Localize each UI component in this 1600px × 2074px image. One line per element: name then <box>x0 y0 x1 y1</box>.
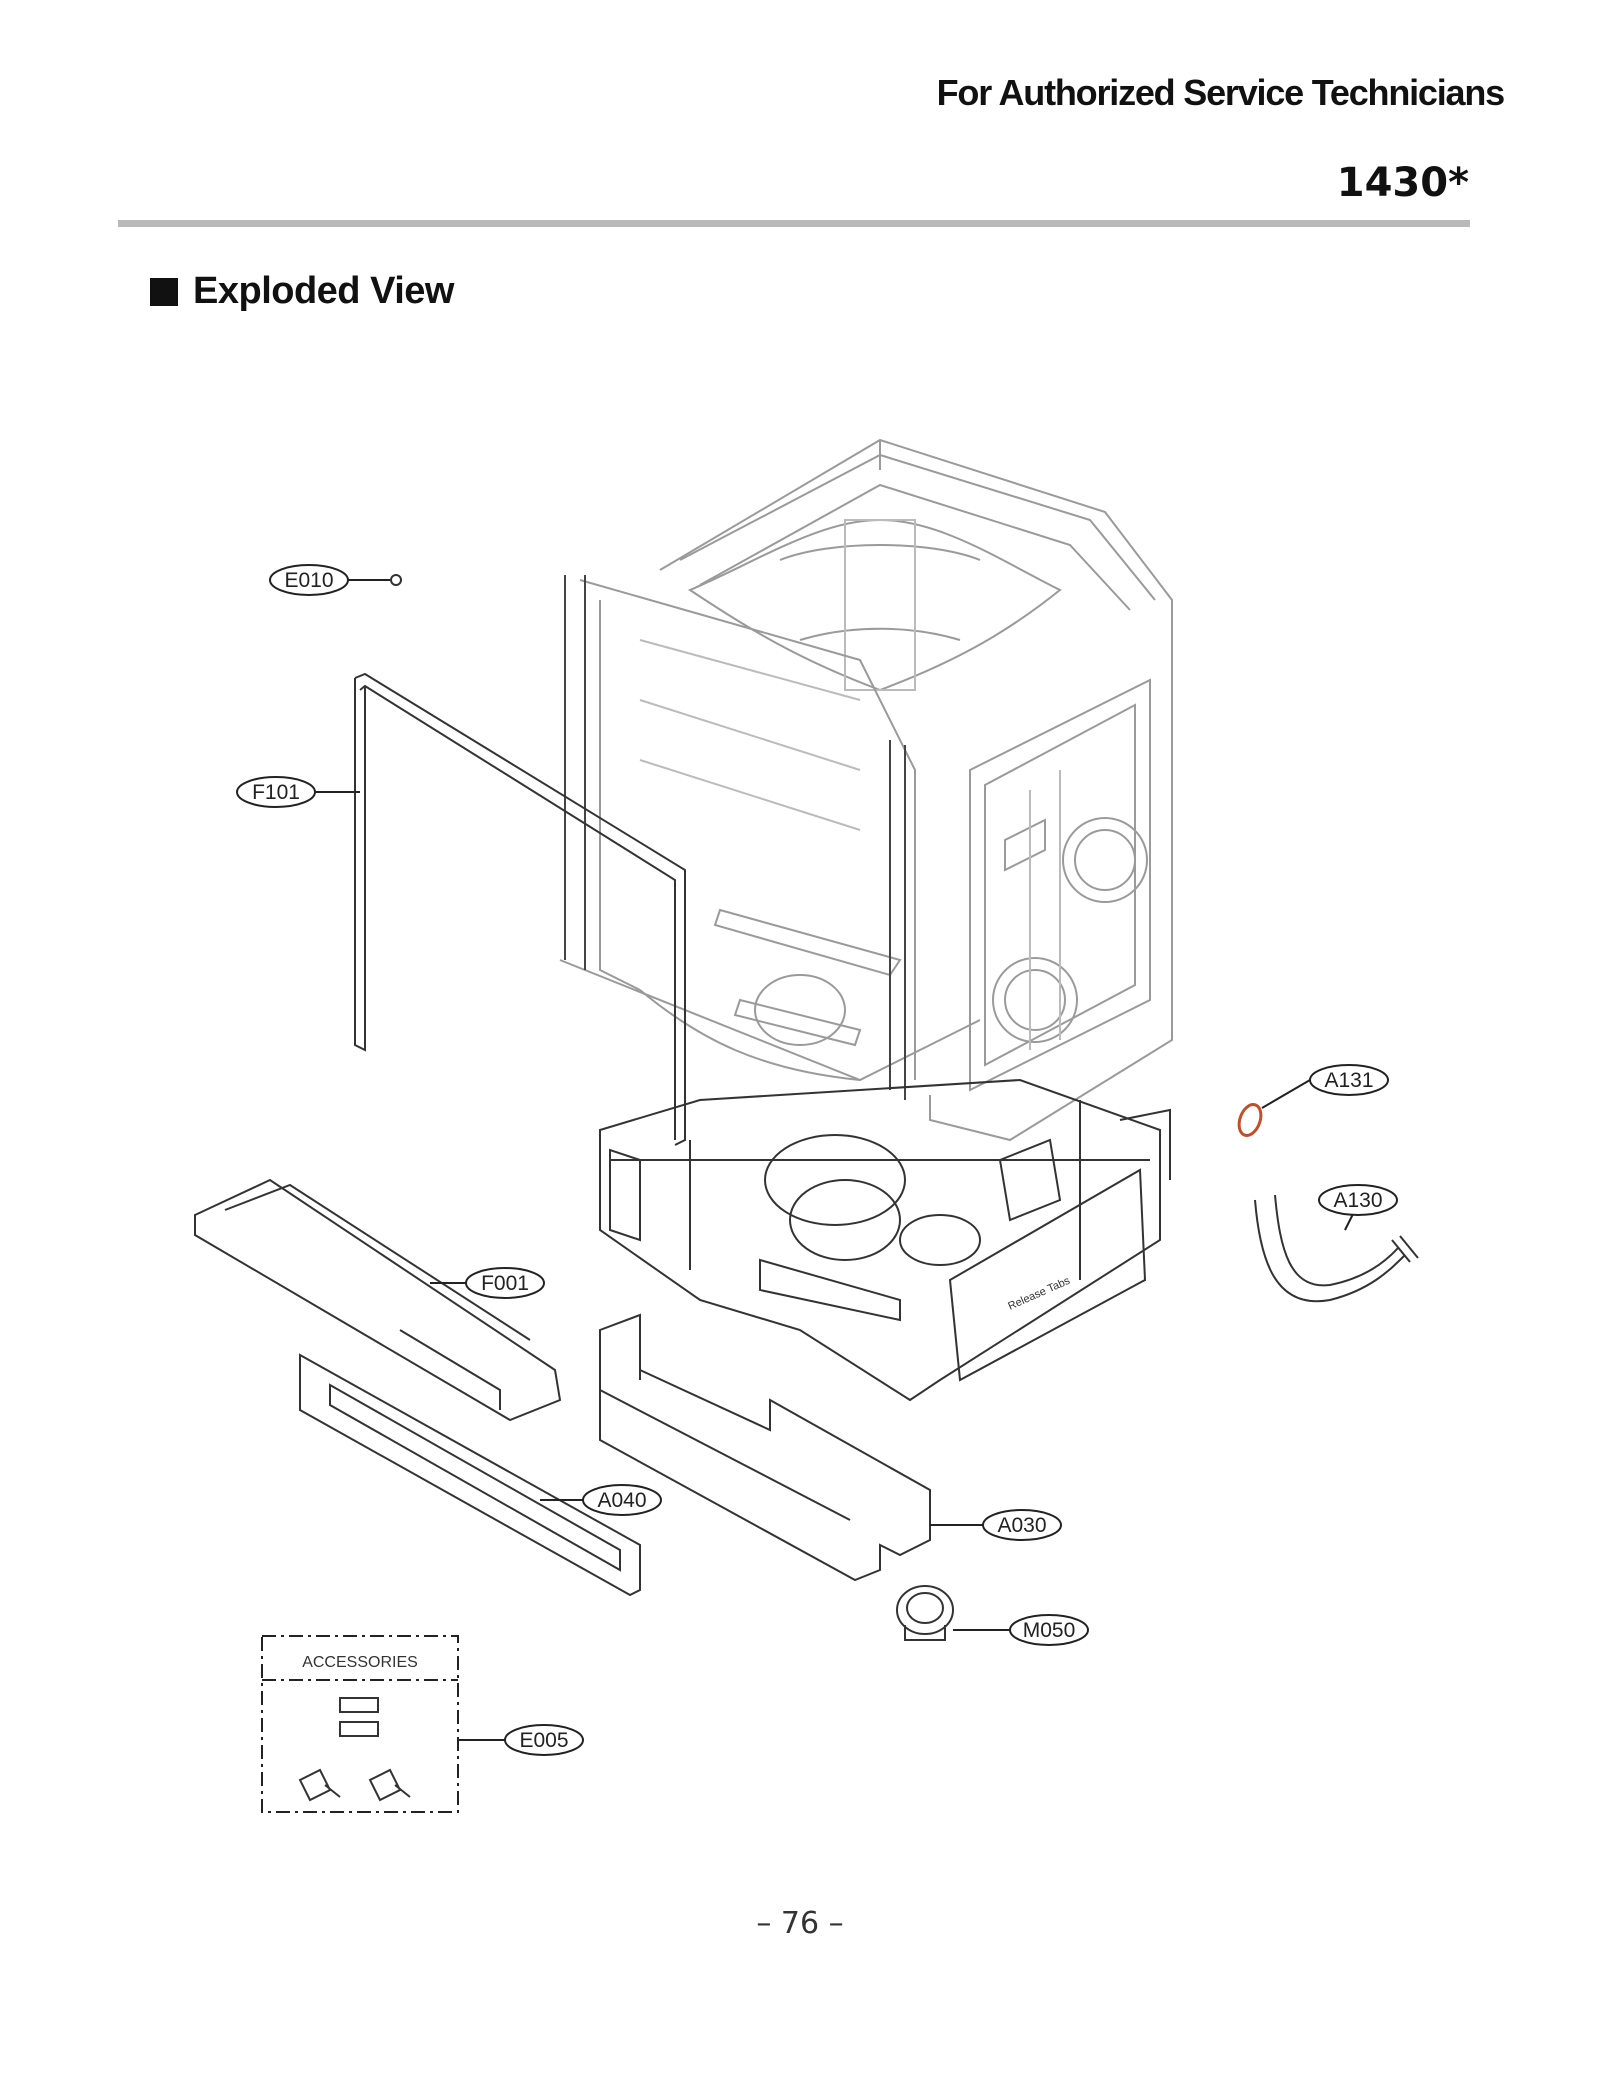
tub-assembly <box>559 438 1173 1142</box>
callout-a030: A030 <box>930 1509 1062 1541</box>
lower-panel-part <box>194 1178 562 1422</box>
svg-text:M050: M050 <box>1023 1619 1076 1642</box>
svg-text:A030: A030 <box>997 1514 1046 1537</box>
callout-a040: A040 <box>540 1484 662 1516</box>
accessories-box: ACCESSORIES <box>261 1635 459 1813</box>
svg-text:A040: A040 <box>597 1489 646 1512</box>
screw-part <box>390 574 402 586</box>
svg-text:F001: F001 <box>481 1272 529 1295</box>
sensor-part <box>896 1585 954 1641</box>
insulation-part <box>599 1313 931 1582</box>
accessories-label: ACCESSORIES <box>302 1654 418 1671</box>
svg-text:F101: F101 <box>252 781 300 804</box>
callout-a130: A130 <box>1318 1184 1398 1231</box>
section-heading: Exploded View <box>150 270 454 313</box>
callout-f001: F001 <box>430 1267 545 1299</box>
svg-text:A130: A130 <box>1333 1189 1382 1212</box>
svg-text:Release Tabs: Release Tabs <box>1006 1275 1072 1313</box>
callout-e010: E010 <box>269 564 390 596</box>
section-title: Exploded View <box>193 270 454 312</box>
svg-text:E010: E010 <box>284 569 333 592</box>
model-code: 1430* <box>1336 160 1469 206</box>
callout-m050: M050 <box>953 1614 1089 1646</box>
header-divider <box>118 220 1470 227</box>
door-gasket-part <box>354 672 686 1146</box>
callout-a131: A131 <box>1261 1064 1389 1109</box>
o-ring-part <box>1237 1103 1263 1137</box>
page-number: – 76 – <box>756 1906 844 1941</box>
drain-hose-part <box>1254 1194 1419 1303</box>
section-bullet-square <box>150 277 178 306</box>
page-header-title: For Authorized Service Technicians <box>936 72 1506 113</box>
callout-f101: F101 <box>236 776 360 808</box>
callout-e005: E005 <box>458 1724 584 1756</box>
toe-kick-part <box>299 1353 641 1597</box>
svg-text:A131: A131 <box>1324 1069 1373 1092</box>
svg-text:E005: E005 <box>519 1729 568 1752</box>
